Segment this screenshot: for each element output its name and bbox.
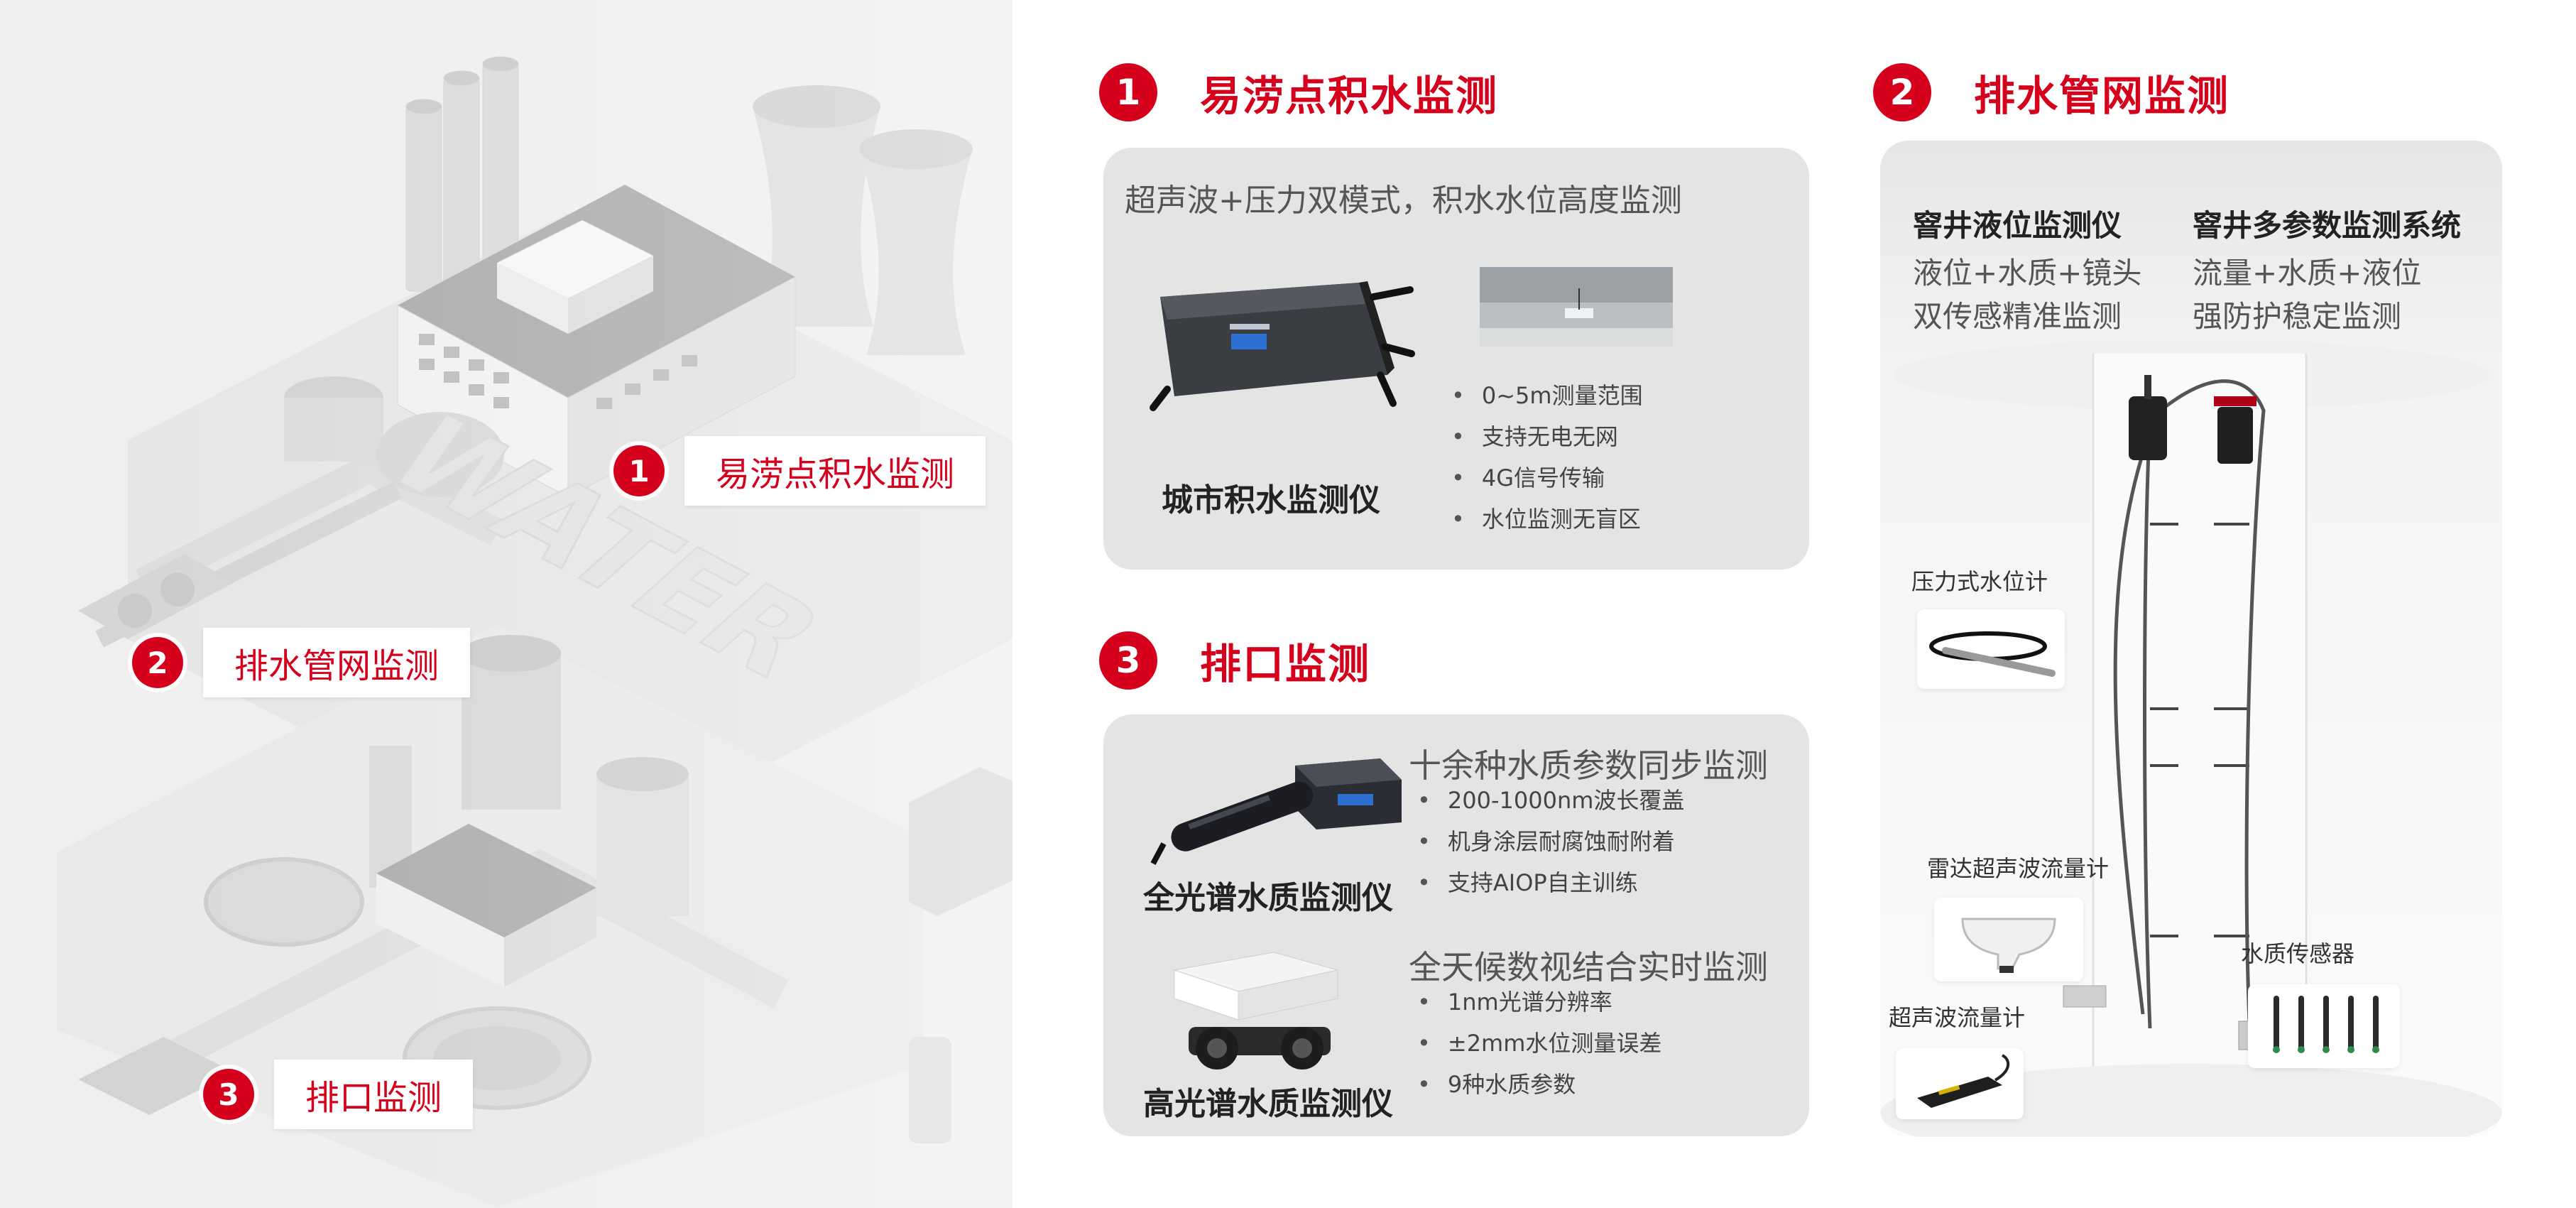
- callout-number: 1: [613, 445, 665, 496]
- feature-item: 9种水质参数: [1417, 1064, 1661, 1105]
- waterlogging-monitor-image: [1150, 281, 1415, 411]
- callout-waterlogging[interactable]: 1 易涝点积水监测: [613, 436, 986, 506]
- section3-header: 3 排口监测: [1099, 631, 1370, 690]
- feature-item: 支持AIOP自主训练: [1417, 862, 1684, 903]
- water-quality-sensor-card: [2248, 984, 2400, 1068]
- col2-line2: 强防护稳定监测: [2193, 299, 2402, 334]
- radar-flowmeter-card: [1934, 898, 2083, 981]
- section1-feature-list: 0~5m测量范围 支持无电无网 4G信号传输 水位监测无盲区: [1451, 375, 1643, 540]
- section1-panel: 超声波+压力双模式，积水水位高度监测 城市积水监测仪 0~5m测量范围 支持无电…: [1103, 148, 1809, 570]
- ultrasonic-flowmeter-label: 超声波流量计: [1889, 1004, 2026, 1031]
- section3-panel: 全光谱水质监测仪 十余种水质参数同步监测 200-1000nm波长覆盖 机身涂层…: [1103, 714, 1809, 1136]
- feature-item: 200-1000nm波长覆盖: [1417, 780, 1685, 821]
- manhole-level-monitor: 窨井液位监测仪 液位+水质+镜头 双传感精准监测: [1913, 202, 2141, 336]
- feature-item: 1nm光谱分辨率: [1417, 981, 1661, 1023]
- manhole-multiparam-system: 窨井多参数监测系统 流量+水质+液位 强防护稳定监测: [2193, 202, 2461, 336]
- section1-subtitle: 超声波+压力双模式，积水水位高度监测: [1125, 183, 1682, 219]
- callout-label: 排口监测: [274, 1060, 474, 1129]
- device2-feature-list: 1nm光谱分辨率 ±2mm水位测量误差 9种水质参数: [1417, 981, 1662, 1105]
- radar-flowmeter-label: 雷达超声波流量计: [1927, 855, 2110, 882]
- section1-number: 1: [1099, 63, 1157, 121]
- feature-item: ±2mm水位测量误差: [1417, 1023, 1662, 1064]
- pressure-meter-label: 压力式水位计: [1911, 568, 2048, 595]
- callout-drainage-network[interactable]: 2 排水管网监测: [132, 628, 471, 697]
- section2-panel: 窨井液位监测仪 液位+水质+镜头 双传感精准监测 窨井多参数监测系统 流量+水质…: [1880, 141, 2502, 1137]
- water-quality-sensor-image: [2273, 996, 2379, 1053]
- section1-device-name: 城市积水监测仪: [1162, 482, 1380, 518]
- device2-name: 高光谱水质监测仪: [1143, 1086, 1393, 1122]
- callout-outlet[interactable]: 3 排口监测: [203, 1060, 474, 1129]
- section2-header: 2 排水管网监测: [1873, 62, 2230, 122]
- water-quality-sensor-label: 水质传感器: [2241, 940, 2355, 967]
- callout-number: 3: [203, 1069, 254, 1120]
- feature-item: 4G信号传输: [1451, 457, 1643, 499]
- callout-label: 易涝点积水监测: [684, 436, 986, 506]
- section3-title: 排口监测: [1200, 640, 1371, 688]
- feature-item: 水位监测无盲区: [1451, 499, 1643, 540]
- col1-line2: 双传感精准监测: [1913, 299, 2122, 334]
- hyperspectral-monitor-image: [1174, 952, 1338, 1070]
- device1-name: 全光谱水质监测仪: [1143, 880, 1393, 916]
- col1-line1: 液位+水质+镜头: [1913, 256, 2142, 290]
- manhole-diagram: [1880, 339, 2502, 1137]
- ultrasonic-flowmeter-image: [1917, 1054, 2010, 1108]
- pressure-meter-card: [1917, 609, 2065, 689]
- section1-title: 易涝点积水监测: [1200, 72, 1499, 120]
- feature-item: 0~5m测量范围: [1451, 375, 1643, 416]
- callout-number: 2: [132, 637, 183, 688]
- device1-headline: 十余种水质参数同步监测: [1409, 746, 1768, 785]
- col2-title: 窨井多参数监测系统: [2193, 208, 2462, 243]
- section2-title: 排水管网监测: [1974, 72, 2230, 120]
- ultrasonic-flowmeter-card: [1896, 1048, 2024, 1119]
- callout-label: 排水管网监测: [203, 628, 471, 697]
- city-water-illustration: WATER 1 易涝点积水监测 2 排水管网监测 3 排口监测: [0, 0, 1013, 1208]
- section3-number: 3: [1099, 631, 1157, 690]
- full-spectrum-monitor-image: [1150, 758, 1402, 865]
- installation-site-photo: [1480, 267, 1673, 347]
- col2-line1: 流量+水质+液位: [2193, 256, 2422, 290]
- device2-headline: 全天候数视结合实时监测: [1409, 948, 1768, 986]
- section2-number: 2: [1873, 63, 1931, 121]
- feature-item: 机身涂层耐腐蚀耐附着: [1417, 821, 1684, 862]
- feature-item: 支持无电无网: [1451, 416, 1643, 457]
- radar-flowmeter-image: [1961, 918, 2056, 973]
- section1-header: 1 易涝点积水监测: [1099, 62, 1498, 122]
- device1-feature-list: 200-1000nm波长覆盖 机身涂层耐腐蚀耐附着 支持AIOP自主训练: [1417, 780, 1685, 903]
- pressure-meter-image: [1929, 631, 2056, 677]
- isometric-city-scene: WATER: [0, 0, 1013, 1208]
- col1-title: 窨井液位监测仪: [1913, 208, 2122, 243]
